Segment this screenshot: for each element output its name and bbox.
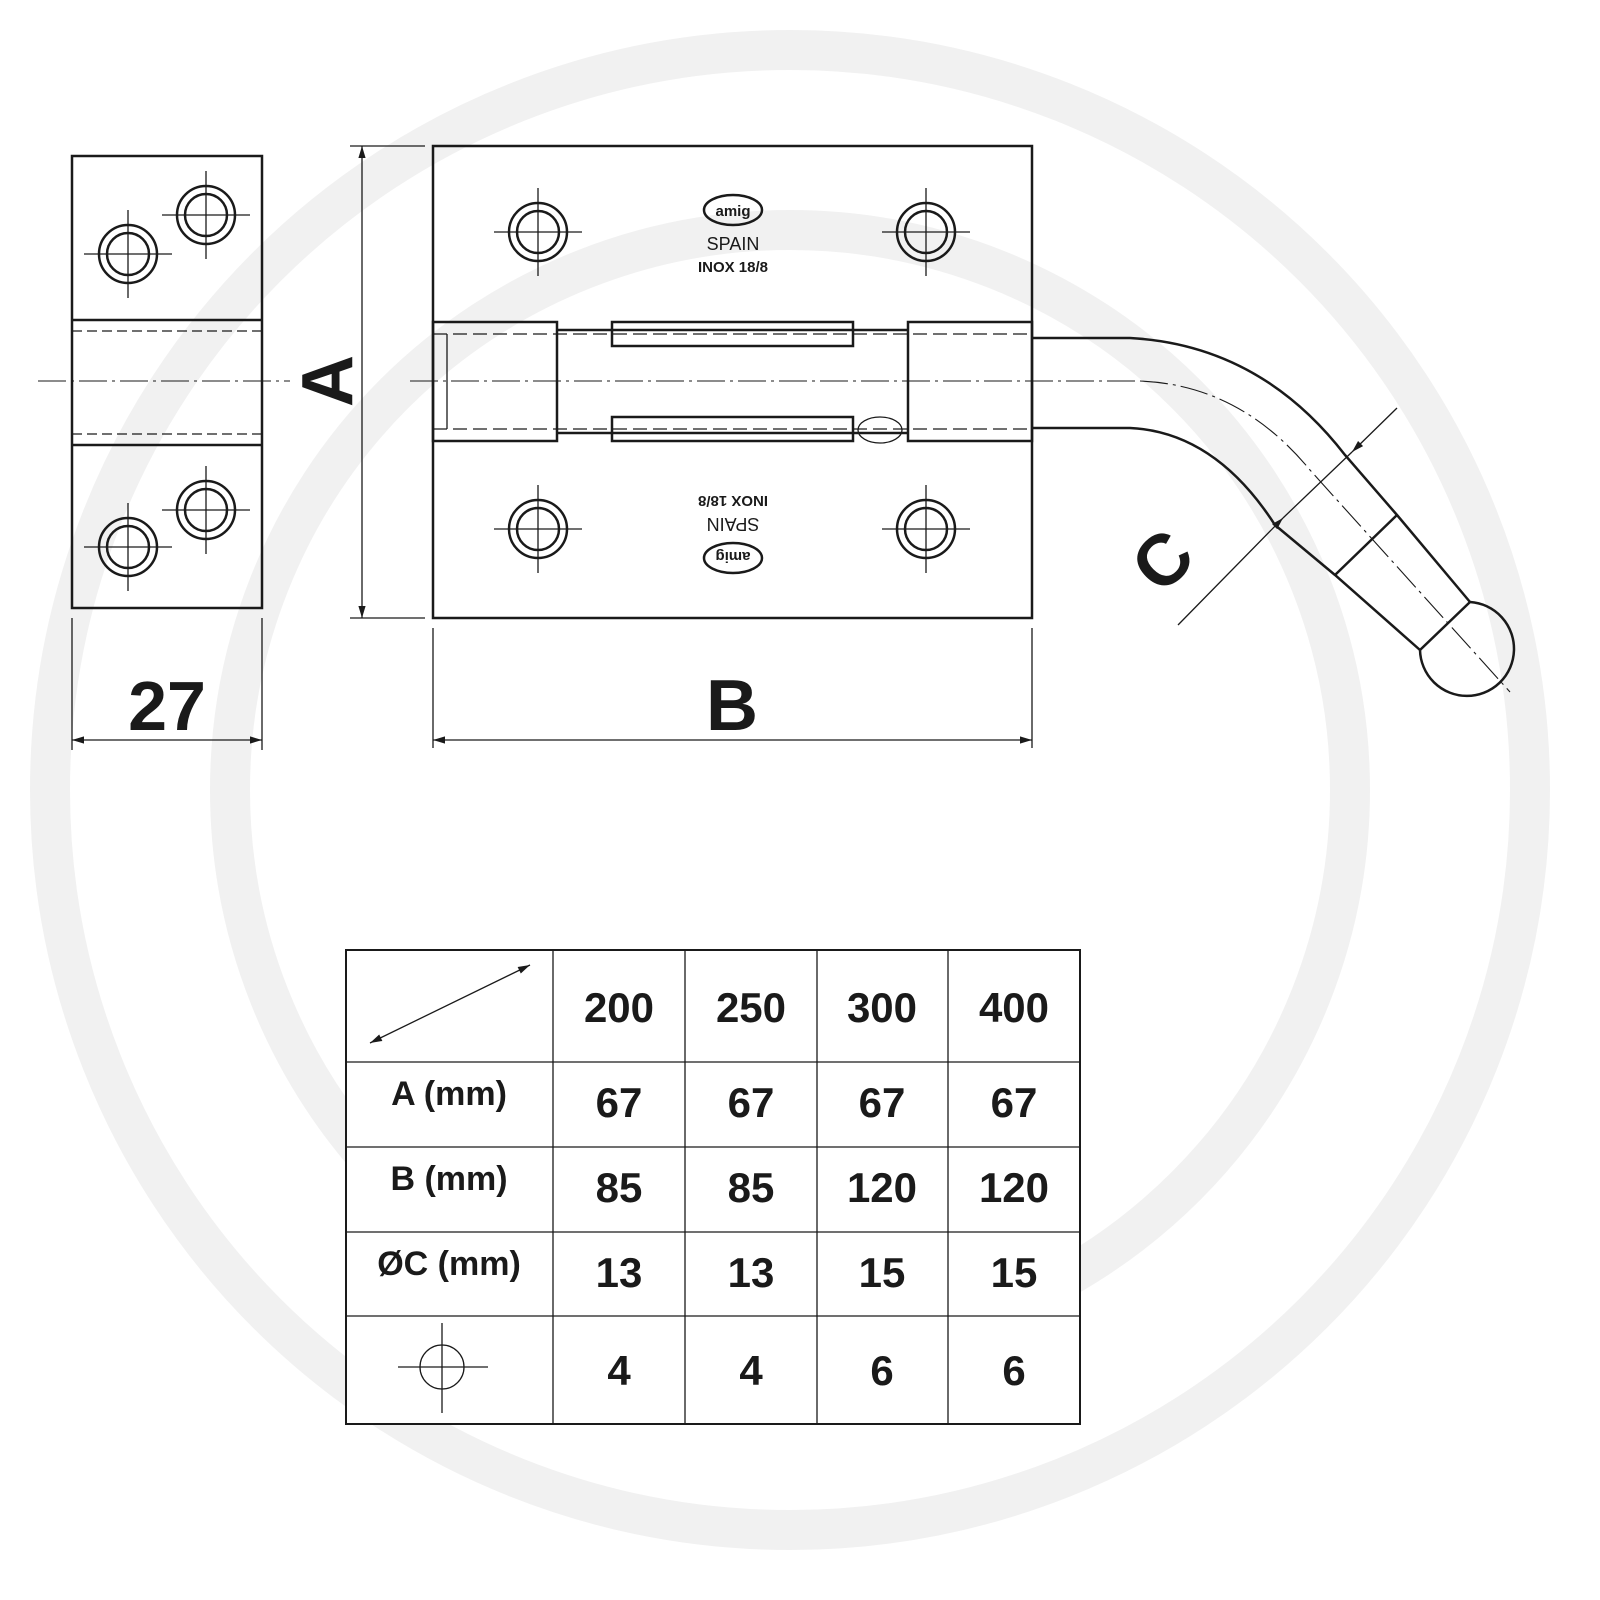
dimensions-table: 200 250 300 400 A (mm) 67 67 67 67 B (mm) 85 85… [345,949,1081,1425]
table-cell: 67 [859,1079,906,1126]
dimension-c-label: C [1116,514,1209,607]
logo-inverted: amig SPAIN INOX 18/8 [698,492,768,575]
side-view [38,154,290,610]
row-label: A (mm) [391,1075,507,1113]
logo: amig SPAIN INOX 18/8 [698,193,768,276]
table-cell: 67 [728,1079,775,1126]
screw-hole-icon [494,188,582,276]
table-cell: 4 [607,1347,631,1394]
dimension-a-label: A [288,355,368,407]
size-header: 250 [716,984,786,1031]
brand-logo-text-inverted: amig [715,548,750,565]
table-cell: 13 [728,1249,775,1296]
origin-text: SPAIN [707,234,760,254]
size-header: 400 [979,984,1049,1031]
origin-text-inverted: SPAIN [707,514,760,534]
screw-hole-icon [882,188,970,276]
table-cell: 6 [1002,1347,1025,1394]
material-text-inverted: INOX 18/8 [698,492,768,509]
size-header: 300 [847,984,917,1031]
table-cell: 120 [979,1164,1049,1211]
dimension-b-label: B [706,666,758,746]
brand-logo-text: amig [715,203,750,220]
table-cell: 6 [870,1347,893,1394]
dimension-width-label: 27 [128,667,206,745]
screw-hole-icon [398,1323,488,1413]
table-cell: 120 [847,1164,917,1211]
screw-hole-icon [162,466,250,554]
dimension-a: A [288,145,425,619]
dimension-width: 27 [71,618,263,750]
table-cell: 85 [728,1164,775,1211]
size-arrow-icon [369,964,531,1044]
table-cell: 67 [596,1079,643,1126]
table-cell: 13 [596,1249,643,1296]
material-text: INOX 18/8 [698,259,768,276]
row-label: ØC (mm) [377,1245,521,1283]
size-header: 200 [584,984,654,1031]
table-cell: 15 [991,1249,1038,1296]
table-cell: 4 [739,1347,763,1394]
screw-hole-icon [84,171,250,591]
screw-hole-icon [84,503,172,591]
table-cell: 67 [991,1079,1038,1126]
screw-hole-icon [494,485,582,573]
dimension-b: B [432,628,1033,748]
row-label: B (mm) [390,1160,507,1198]
screw-hole-icon [84,210,172,298]
table-cell: 85 [596,1164,643,1211]
table-cell: 15 [859,1249,906,1296]
screw-hole-icon [882,485,970,573]
front-view-plate: amig SPAIN INOX 18/8 amig SPAIN INOX 18/… [410,144,1140,620]
screw-hole-icon [162,171,250,259]
